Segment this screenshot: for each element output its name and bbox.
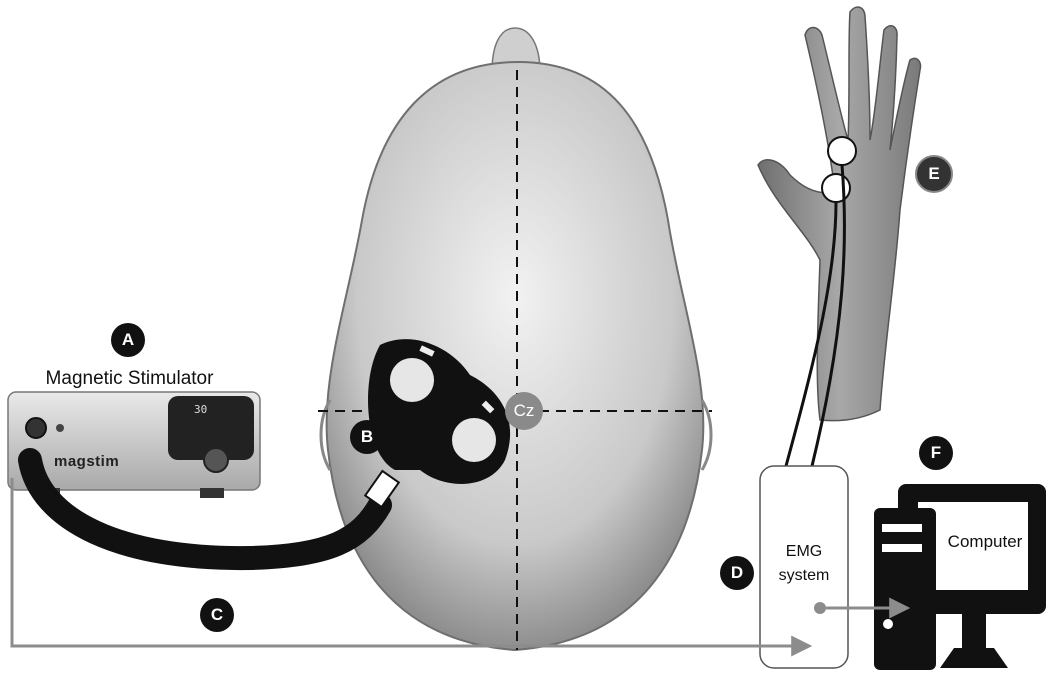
figure-eight-coil — [368, 339, 511, 484]
brand-logo-text: magstim — [54, 453, 120, 470]
badge-f: F — [919, 436, 953, 470]
coil-cable-joint — [363, 469, 401, 509]
badge-b: B — [350, 420, 384, 454]
computer-label: Computer — [947, 532, 1023, 551]
electrode-wire-2 — [784, 201, 838, 467]
electrode-top — [827, 136, 857, 166]
skull — [319, 27, 713, 652]
emg-label-line2: system — [778, 567, 830, 584]
device-display-value: 30 — [194, 403, 208, 416]
emg-system-label: EMG system — [760, 540, 848, 588]
skull-nose — [491, 27, 541, 73]
computer — [874, 484, 1046, 670]
skull-outline — [325, 60, 705, 652]
hand-outline — [757, 6, 922, 422]
coil-cable — [18, 448, 392, 571]
badge-c: C — [200, 598, 234, 632]
badge-d: D — [720, 556, 754, 590]
badge-e: E — [915, 155, 953, 193]
emg-output-dot — [814, 602, 826, 614]
hand — [757, 6, 922, 422]
electrode-wire-1 — [810, 164, 846, 467]
stimulator-title: Magnetic Stimulator — [45, 368, 214, 389]
badge-a: A — [111, 323, 145, 357]
trigger-line — [10, 478, 813, 657]
emg-system-box — [759, 465, 849, 669]
cz-marker: Cz — [505, 392, 543, 430]
magnetic-stimulator-device — [7, 391, 261, 498]
electrode-bottom — [821, 173, 851, 203]
emg-label-line1: EMG — [785, 543, 823, 560]
